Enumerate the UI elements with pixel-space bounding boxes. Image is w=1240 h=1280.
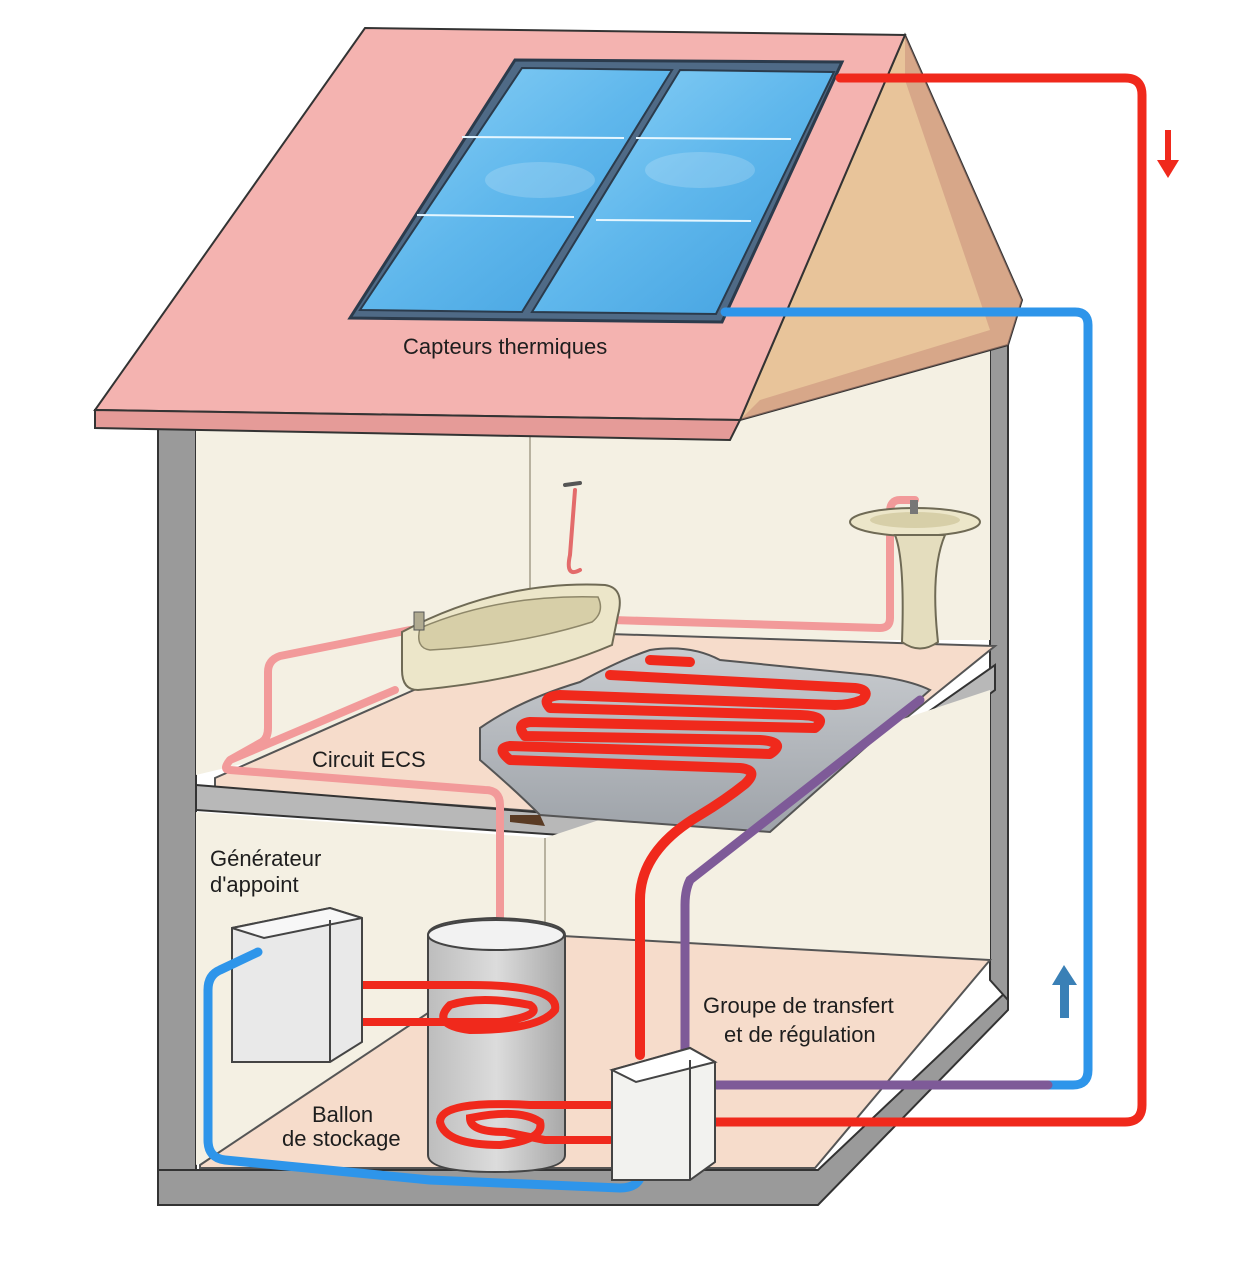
- label-tank-line2: de stockage: [282, 1126, 401, 1151]
- arrow-down-icon: [1157, 130, 1179, 178]
- label-transfer-line2: et de régulation: [724, 1022, 876, 1047]
- house-wall-left: [158, 420, 196, 1200]
- label-tank-line1: Ballon: [312, 1102, 373, 1127]
- label-dhw-circuit: Circuit ECS: [312, 747, 426, 772]
- transfer-regulation-unit: [612, 1048, 715, 1180]
- arrow-up-icon: [1052, 965, 1077, 1018]
- label-transfer-line1: Groupe de transfert: [703, 993, 894, 1018]
- label-backup-line2: d'appoint: [210, 872, 299, 897]
- label-collectors: Capteurs thermiques: [403, 334, 607, 359]
- house-wall-right: [990, 330, 1008, 1000]
- label-backup-line1: Générateur: [210, 846, 321, 871]
